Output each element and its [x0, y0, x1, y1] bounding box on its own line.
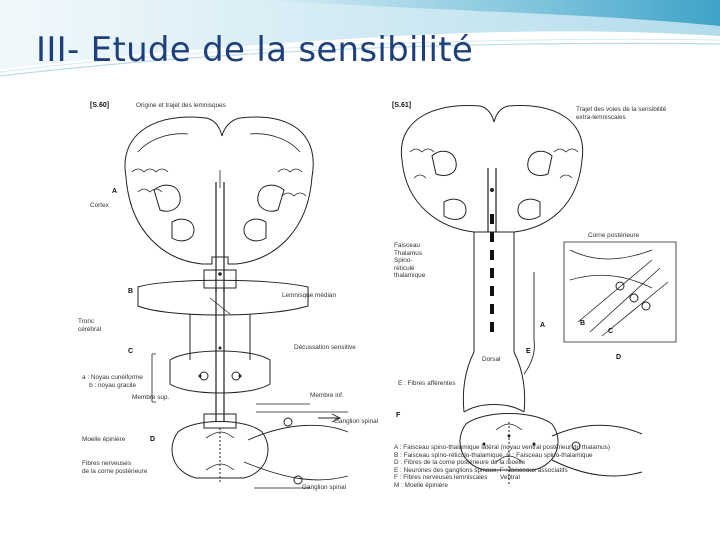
label-ganglion-top: Ganglion spinal	[334, 418, 379, 425]
label-ventral: Ventral	[500, 474, 520, 481]
label-f-right: F	[396, 412, 401, 419]
right-left-list: Faisceau Thalamus Spino- réticulé thalam…	[394, 242, 426, 280]
label-e-right: E	[526, 348, 531, 355]
label-c-right: C	[608, 328, 614, 335]
label-moelle: Moelle épinière	[82, 436, 126, 443]
fig-left-caption: Origine et trajet des lemnisques	[136, 102, 226, 109]
figure-lemniscal-pathway: [S.60] Origine et trajet des lemnisques …	[78, 92, 378, 502]
inset-label: Corne postérieure	[588, 232, 640, 239]
label-e-note: E : Fibres afférentes	[398, 380, 456, 387]
label-b: B	[128, 288, 134, 295]
label-dorsal: Dorsal	[482, 356, 501, 363]
header-swoosh	[0, 0, 720, 77]
slide-title: III- Etude de la sensibilité	[36, 30, 474, 70]
label-fibres: Fibres nerveuses de la corne postérieure	[82, 460, 148, 475]
lemniscal-diagram	[124, 116, 349, 489]
label-ganglion-bottom: Ganglion spinal	[302, 484, 347, 491]
label-a: A	[112, 188, 118, 195]
label-c: C	[128, 348, 134, 355]
label-tronc: Tronc cérébral	[78, 318, 102, 333]
label-a-legend: a : Noyau cunéiforme b : noyau gracile	[82, 374, 143, 389]
figure-legend: A : Faisceau spino-thalamique latéral (n…	[394, 444, 610, 489]
label-c-side: Décussation sensitive	[294, 344, 356, 351]
figure-extralemniscal-pathway: [S.61] Trajet des voies de la sensibilit…	[384, 92, 688, 510]
label-d: D	[150, 436, 156, 443]
fig-right-caption: Trajet des voies de la sensibilité extra…	[576, 106, 667, 121]
fig-right-id: [S.61]	[392, 102, 412, 109]
extralemniscal-diagram	[400, 104, 677, 484]
label-a-right: A	[540, 322, 546, 329]
fig-left-id: [S.60]	[90, 102, 110, 109]
label-b-right: B	[580, 320, 586, 327]
label-a-sub: Cortex	[90, 202, 109, 209]
label-d-right: D	[616, 354, 622, 361]
label-membre-sup: Membre sup.	[132, 394, 170, 401]
label-b-side: Lemnisque médian	[282, 292, 336, 299]
label-membre-inf: Membre inf.	[310, 392, 344, 399]
